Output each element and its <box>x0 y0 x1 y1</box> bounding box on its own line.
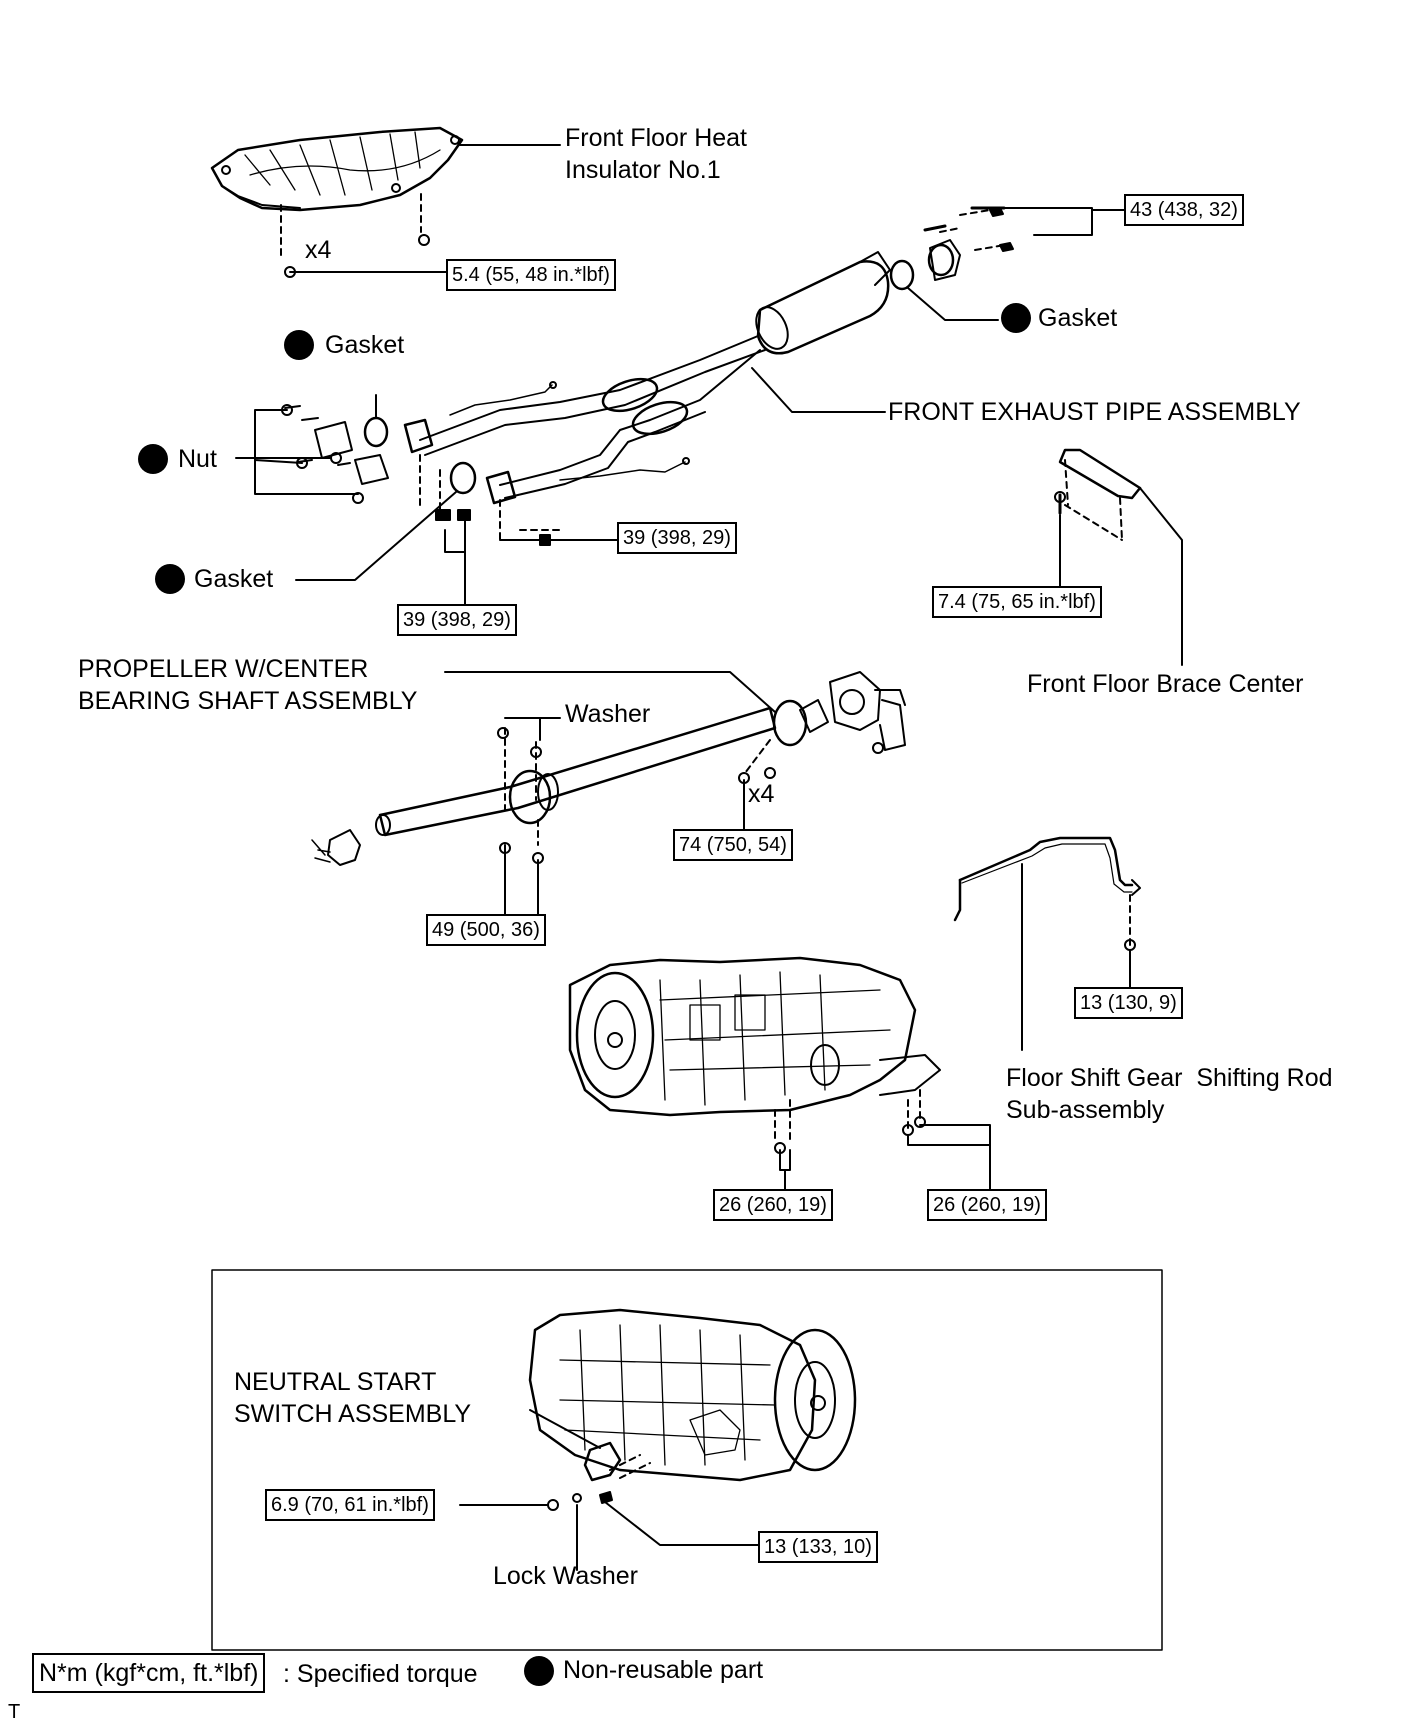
torque-5-4: 5.4 (55, 48 in.*lbf) <box>446 259 616 291</box>
label-x4-propeller: x4 <box>748 780 775 808</box>
corner-mark: T <box>8 1701 21 1723</box>
label-gasket-right: Gasket <box>1038 304 1118 332</box>
nonreusable-marker-gasket-right <box>1001 303 1031 333</box>
transmission-drawing <box>568 956 941 1117</box>
label-propeller-shaft-assembly: PROPELLER W/CENTER BEARING SHAFT ASSEMBL… <box>78 655 418 715</box>
legend-torque-box: N*m (kgf*cm, ft.*lbf) <box>32 1653 266 1693</box>
label-lock-washer: Lock Washer <box>493 1562 638 1590</box>
label-shifting-rod-sub-assembly: Floor Shift Gear Shifting Rod Sub-assemb… <box>1006 1064 1333 1124</box>
torque-26-right: 26 (260, 19) <box>927 1189 1047 1221</box>
legend-torque-text: : Specified torque <box>283 1660 478 1688</box>
nonreusable-marker-nut <box>138 444 168 474</box>
torque-74: 74 (750, 54) <box>673 829 793 861</box>
inset-transmission-drawing <box>528 1308 857 1482</box>
label-front-exhaust-pipe-assembly: FRONT EXHAUST PIPE ASSEMBLY <box>888 398 1301 426</box>
legend-nonreusable-marker <box>524 1656 554 1686</box>
label-front-floor-heat-insulator: Front Floor Heat Insulator No.1 <box>565 124 748 184</box>
propeller-shaft-drawing <box>375 671 906 837</box>
label-front-floor-brace-center: Front Floor Brace Center <box>1027 670 1304 698</box>
torque-39-left: 39 (398, 29) <box>397 604 517 636</box>
nonreusable-marker-gasket-upper <box>284 330 314 360</box>
torque-26-left: 26 (260, 19) <box>713 1189 833 1221</box>
torque-13-switch: 13 (133, 10) <box>758 1531 878 1563</box>
torque-39-right: 39 (398, 29) <box>617 522 737 554</box>
label-washer: Washer <box>565 700 651 728</box>
heat-insulator-drawing <box>210 126 464 212</box>
torque-43: 43 (438, 32) <box>1124 194 1244 226</box>
label-gasket-upper-left: Gasket <box>325 331 405 359</box>
torque-6-9: 6.9 (70, 61 in.*lbf) <box>265 1489 435 1521</box>
label-x4-insulator: x4 <box>305 236 332 264</box>
torque-49: 49 (500, 36) <box>426 914 546 946</box>
torque-13-rod: 13 (130, 9) <box>1074 987 1183 1019</box>
inset-frame <box>211 1269 1163 1651</box>
label-gasket-lower-left: Gasket <box>194 565 274 593</box>
legend-nonreusable-text: Non-reusable part <box>563 1656 764 1684</box>
front-exhaust-drawing <box>403 251 891 505</box>
label-nut: Nut <box>178 445 217 473</box>
nonreusable-marker-gasket-lower <box>155 564 185 594</box>
label-neutral-start-switch-assembly: NEUTRAL START SWITCH ASSEMBLY <box>234 1368 472 1428</box>
torque-7-4: 7.4 (75, 65 in.*lbf) <box>932 586 1102 618</box>
